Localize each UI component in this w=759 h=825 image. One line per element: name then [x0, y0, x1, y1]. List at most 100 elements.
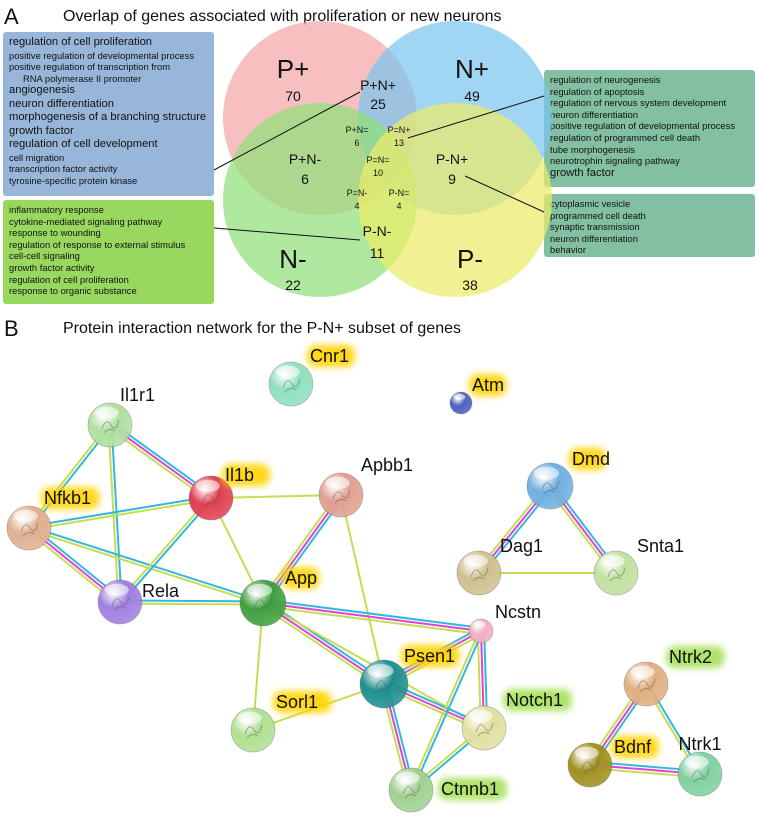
- node-snta1[interactable]: Snta1: [593, 536, 684, 596]
- protein-structure-glyph: [402, 784, 421, 799]
- protein-structure-glyph: [202, 492, 221, 507]
- node-il1b[interactable]: Il1b: [188, 464, 270, 521]
- term-item: response to wounding: [9, 227, 101, 239]
- node-shine: [463, 554, 488, 568]
- term-item: cytokine-mediated signaling pathway: [9, 215, 163, 227]
- set-label-p-plus: P+: [277, 54, 310, 84]
- region-label-p-minus-n-equal: P-N=: [389, 188, 410, 198]
- region-count-p-plus-n-plus: 25: [370, 96, 386, 112]
- term-item: regulation of nervous system development: [550, 97, 727, 109]
- edge-il1r1-rela: [107, 423, 123, 604]
- node-psen1[interactable]: Psen1: [359, 645, 460, 709]
- term-item: cytoplasmic vesicle: [550, 198, 631, 209]
- region-count-p-equal-n-equal: 10: [373, 168, 383, 178]
- edge-line-yellow: [261, 605, 482, 636]
- region-count-p-minus-n-equal: 4: [396, 201, 401, 211]
- node-label: Atm: [472, 375, 504, 395]
- node-dag1[interactable]: Dag1: [456, 536, 543, 596]
- label-highlight: [41, 487, 100, 509]
- node-shine: [684, 755, 709, 769]
- node-ntrk1[interactable]: Ntrk1: [677, 734, 723, 797]
- node-ncstn[interactable]: Ncstn: [468, 602, 541, 644]
- panel-b-letter: B: [4, 316, 19, 341]
- term-item: cell-cell signaling: [9, 250, 80, 262]
- protein-structure-glyph: [332, 489, 351, 504]
- edge-app-psen1: [260, 599, 387, 688]
- region-count-p-equal-n-plus: 13: [394, 138, 404, 148]
- node-shine: [195, 479, 220, 493]
- node-ntrk2[interactable]: Ntrk2: [623, 646, 725, 707]
- panel-a-title: Overlap of genes associated with prolife…: [63, 8, 502, 25]
- node-apbb1[interactable]: Apbb1: [318, 455, 413, 518]
- edge-line-cyan: [28, 525, 265, 603]
- node-dmd[interactable]: Dmd: [526, 448, 610, 510]
- node-shine: [275, 365, 300, 379]
- set-count-n-plus: 49: [464, 88, 480, 104]
- term-item: inflammatory response: [9, 204, 104, 215]
- region-label-p-equal-n-equal: P=N=: [366, 155, 389, 165]
- node-cnr1[interactable]: Cnr1: [268, 345, 355, 407]
- edge-line-yellow: [408, 629, 481, 791]
- node-atm[interactable]: Atm: [449, 374, 507, 415]
- node-label: Dag1: [500, 536, 543, 556]
- set-count-p-minus: 38: [462, 277, 478, 293]
- node-shine: [237, 711, 262, 725]
- term-item: synaptic transmission: [550, 221, 640, 233]
- edge-line-cyan: [27, 495, 212, 528]
- node-label: Ctnnb1: [441, 779, 499, 799]
- term-item: morphogenesis of a branching structure: [9, 111, 207, 124]
- region-count-p-minus-n-minus: 11: [370, 245, 385, 261]
- label-highlight: [401, 645, 460, 667]
- edge-line-yellow: [107, 424, 120, 604]
- protein-structure-glyph: [541, 480, 560, 495]
- term-item: positive regulation of transcription fro…: [9, 61, 171, 73]
- node-shine: [630, 665, 655, 679]
- term-item: regulation of response to external stimu…: [9, 238, 186, 250]
- node-bdnf[interactable]: Bdnf: [567, 736, 659, 788]
- edge-line-cyan: [120, 498, 214, 605]
- edge-line-yellow: [28, 498, 213, 531]
- connector-line: [213, 91, 361, 171]
- node-rela[interactable]: Rela: [97, 579, 180, 625]
- protein-structure-glyph: [254, 597, 273, 612]
- protein-structure-glyph: [691, 768, 710, 783]
- node-label: Ncstn: [495, 602, 541, 622]
- set-label-p-minus: P-: [457, 244, 483, 274]
- label-highlight: [666, 646, 725, 668]
- edge-line-magenta: [262, 602, 385, 685]
- node-label: Psen1: [404, 646, 455, 666]
- term-item: cell migration: [9, 151, 65, 163]
- connector-line: [407, 95, 545, 139]
- term-item: positive regulation of developmental pro…: [550, 120, 736, 132]
- region-label-p-plus-n-minus: P+N-: [289, 151, 322, 167]
- node-label: Notch1: [506, 690, 563, 710]
- node-label: Apbb1: [361, 455, 413, 475]
- connector-line: [464, 175, 545, 213]
- node-sorl1[interactable]: Sorl1: [230, 691, 332, 753]
- edge-line-cyan: [119, 599, 265, 603]
- label-highlight: [469, 374, 507, 396]
- label-highlight: [307, 345, 355, 367]
- set-count-n-minus: 22: [285, 277, 301, 293]
- node-notch1[interactable]: Notch1: [461, 689, 572, 751]
- venn-diagram: P+70N+49N-22P-38P+N+25P+N-6P-N+9P-N-11P+…: [213, 21, 552, 297]
- node-label: Bdnf: [614, 737, 652, 757]
- region-label-p-plus-n-equal: P+N=: [345, 125, 368, 135]
- region-label-p-minus-n-minus: P-N-: [363, 223, 392, 239]
- node-nfkb1[interactable]: Nfkb1: [6, 487, 100, 551]
- region-label-p-equal-n-plus: P=N+: [387, 125, 410, 135]
- term-item: transcription factor activity: [9, 163, 118, 175]
- node-ctnnb1[interactable]: Ctnnb1: [388, 767, 507, 813]
- term-item: growth factor: [9, 124, 74, 137]
- term-item: neuron differentiation: [550, 108, 638, 120]
- node-label: Il1r1: [120, 385, 155, 405]
- node-shine: [13, 509, 38, 523]
- node-label: App: [285, 568, 317, 588]
- edge-line-magenta: [262, 602, 482, 632]
- region-label-p-minus-n-plus: P-N+: [436, 151, 468, 167]
- node-app[interactable]: App: [239, 567, 320, 627]
- protein-structure-glyph: [282, 378, 301, 393]
- node-il1r1[interactable]: Il1r1: [87, 385, 155, 448]
